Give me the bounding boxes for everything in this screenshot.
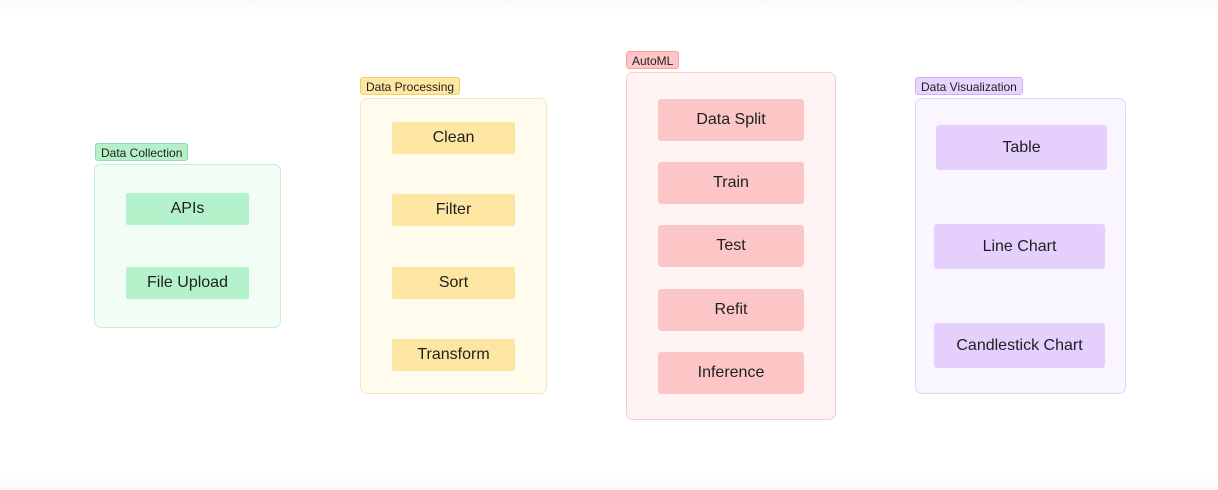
sort-card[interactable]: Sort — [392, 267, 515, 299]
clean-card[interactable]: Clean — [392, 122, 515, 154]
candlestick-chart-card[interactable]: Candlestick Chart — [934, 323, 1105, 368]
transform-card[interactable]: Transform — [392, 339, 515, 371]
data-split-card[interactable]: Data Split — [658, 99, 804, 141]
filter-card[interactable]: Filter — [392, 194, 515, 226]
data-processing-tag: Data Processing — [360, 77, 461, 95]
train-card[interactable]: Train — [658, 162, 804, 204]
data-visualization-tag: Data Visualization — [915, 77, 1023, 95]
data-collection-tag: Data Collection — [95, 143, 189, 161]
inference-card[interactable]: Inference — [658, 352, 804, 394]
data-collection-frame[interactable] — [94, 164, 281, 328]
automl-tag: AutoML — [626, 51, 680, 69]
line-chart-card[interactable]: Line Chart — [934, 224, 1105, 269]
apis-card[interactable]: APIs — [126, 193, 249, 225]
table-card[interactable]: Table — [936, 125, 1107, 170]
test-card[interactable]: Test — [658, 225, 804, 267]
refit-card[interactable]: Refit — [658, 289, 804, 331]
file-upload-card[interactable]: File Upload — [126, 267, 249, 299]
